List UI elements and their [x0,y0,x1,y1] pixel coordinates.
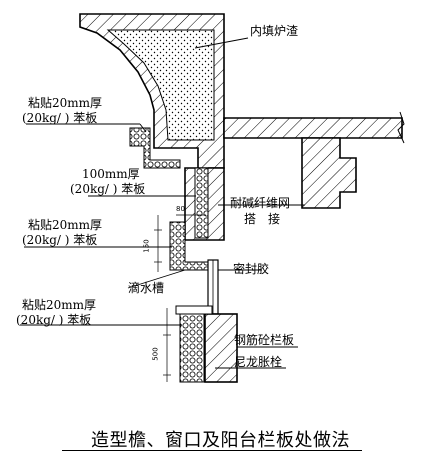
dim-500: 500 [151,347,160,361]
railing-cap [175,305,213,315]
label-drip-groove: 滴水槽 [128,281,165,295]
dim-80: 80 [176,205,185,213]
label-anchor: 尼龙胀栓 [234,355,283,369]
eps-board-a [129,127,181,169]
rc-railing-panel [204,313,238,383]
label-eps-a-line2: (20kg/ ) 苯板 [22,111,98,125]
drawing-caption: 造型檐、窗口及阳台栏板处做法 [91,430,350,451]
label-eps-d-line2: (20kg/ ) 苯板 [16,313,92,327]
label-eps-b-line2: (20kg/ ) 苯板 [70,182,146,196]
label-eps-c-line2: (20kg/ ) 苯板 [22,233,98,247]
label-eps-d-line1: 粘贴20mm厚 [22,298,97,312]
dim-150: 150 [142,239,151,253]
label-mesh-line2: 搭 接 [244,212,281,226]
label-slag-fill: 内填炉渣 [250,24,299,38]
caption-underline [62,450,362,451]
label-sealant: 密封胶 [233,262,270,276]
label-eps-b-line1: 100mm厚 [82,167,140,181]
slag-fill-area [106,29,215,141]
label-eps-a-line1: 粘贴20mm厚 [28,96,103,110]
floor-slab [223,117,403,139]
eps-board-b [194,167,209,239]
slab-break-mark [397,111,405,144]
label-rc-panel: 钢筋砼栏板 [234,333,295,347]
balcony-beam [301,137,357,209]
eps-board-d [179,309,205,383]
label-eps-c-line1: 粘贴20mm厚 [28,218,103,232]
label-mesh-line1: 耐碱纤维网 [230,196,291,210]
